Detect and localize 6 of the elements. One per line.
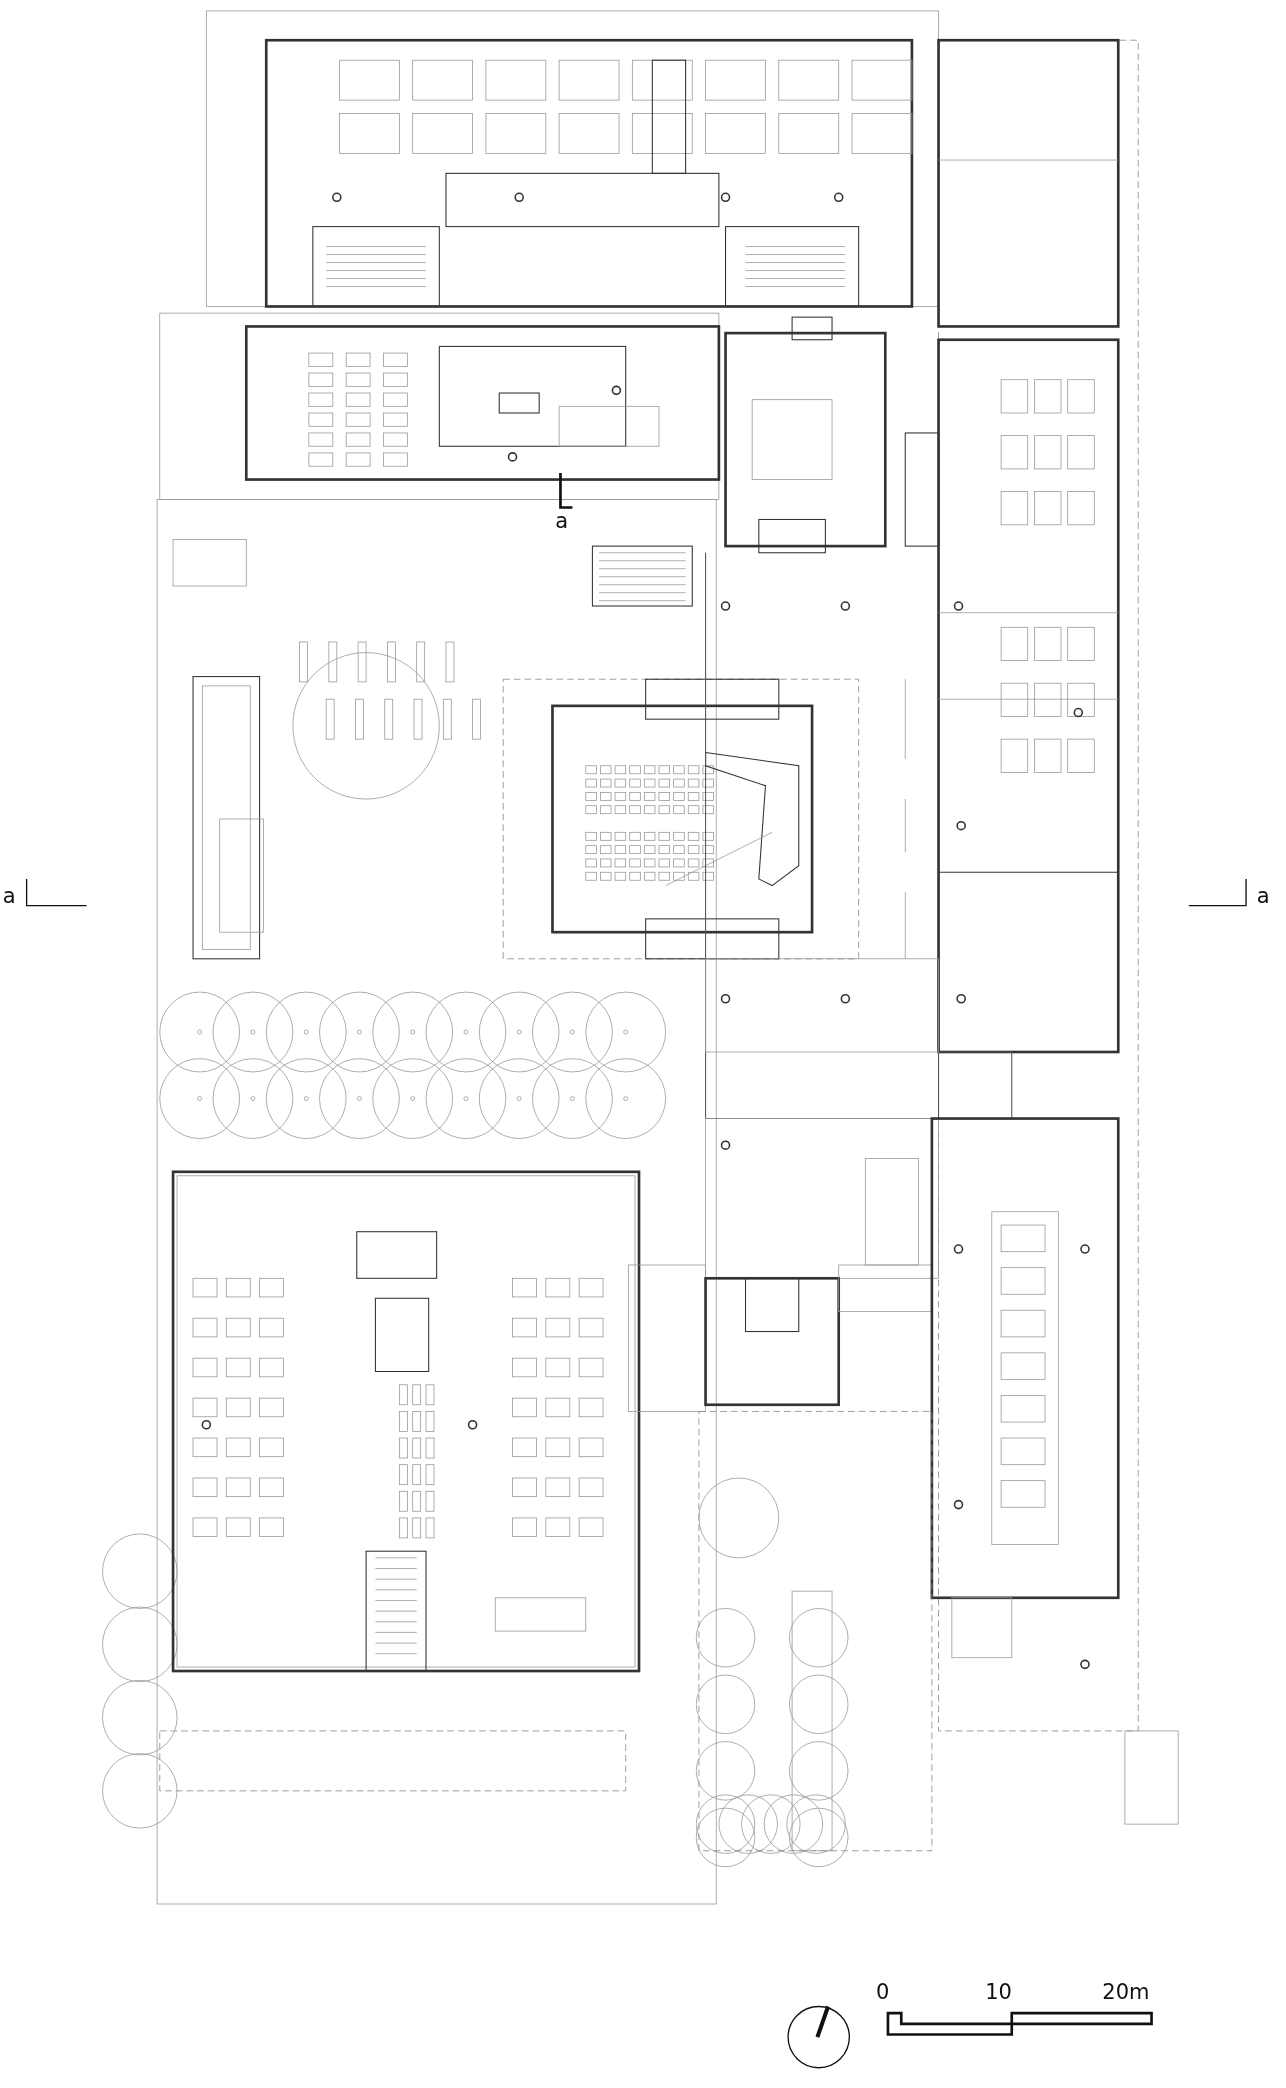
scale-label: 0 [875, 1979, 890, 2004]
section-label: a [1256, 883, 1270, 908]
scale-label: 10 [985, 1979, 1012, 2004]
scale-label: 20m [1102, 1979, 1150, 2004]
section-label: a [555, 508, 568, 533]
section-label: a [2, 883, 16, 908]
